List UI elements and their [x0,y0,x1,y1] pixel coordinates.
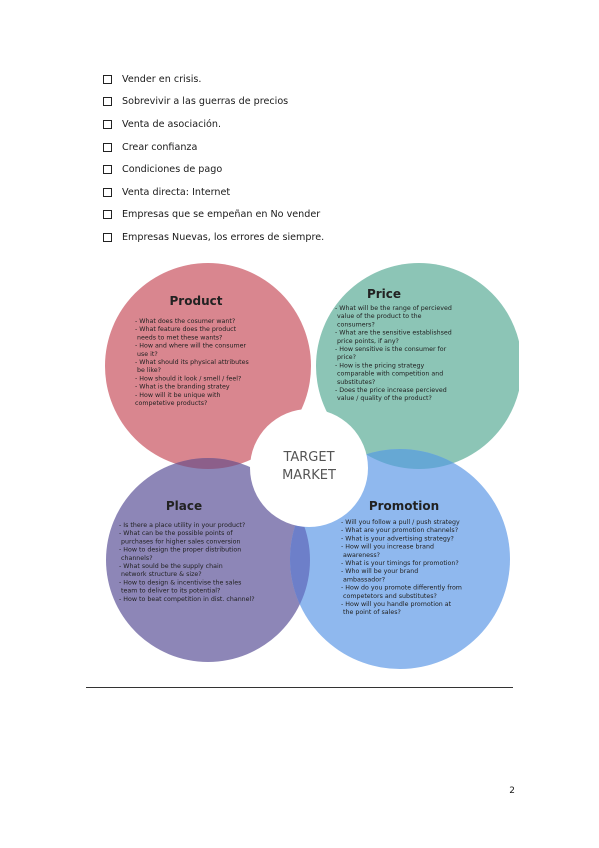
venn-diagram: TARGET MARKET Product Price Place Promot… [105,263,519,669]
product-question-line: use it? [135,351,158,358]
bullet-item: Empresas que se empeñan en No vender [103,204,324,227]
product-question-line: competetive products? [135,400,207,407]
place-title: Place [166,499,202,513]
bullet-text: Venta directa: Internet [122,186,231,198]
product-question-line: - How will it be unique with [135,392,220,399]
bullet-text: Empresas que se empeñan en No vender [122,209,321,221]
bullet-item: Vender en crisis. [103,68,324,91]
promotion-question-line: - Who will be your brand [341,568,418,575]
price-title: Price [367,287,401,301]
product-question-line: - How should it look / smell / feel? [135,375,241,382]
promotion-question-line: - How do you promote differently from [341,585,462,592]
place-question-line: - Is there a place utility in your produ… [119,522,245,529]
checkbox-bullet-icon [103,187,112,197]
place-question-line: team to deliver to its potential? [119,588,220,595]
product-question-line: - What should its physical attributes [135,359,249,366]
bullet-text: Crear confianza [122,141,198,153]
center-label-line-2: MARKET [282,468,336,483]
bullet-list: Vender en crisis. Sobrevivir a las guerr… [103,68,324,249]
horizontal-rule [86,687,513,688]
bullet-text: Venta de asociación. [122,118,222,130]
bullet-item: Sobrevivir a las guerras de precios [103,91,324,114]
product-questions: - What does the cosumer want?- What feat… [135,318,249,407]
promotion-question-line: - What is your timings for promotion? [341,560,459,567]
promotion-question-line: - Will you follow a pull / push strategy [341,519,460,526]
place-circle [106,458,310,662]
price-question-line: - How is the pricing strategy [335,362,424,369]
place-question-line: network structure & size? [119,571,202,578]
place-question-line: - How to design & incentivise the sales [119,579,241,586]
promotion-question-line: the point of sales? [341,609,401,616]
bullet-text: Sobrevivir a las guerras de precios [122,96,289,108]
bullet-item: Venta directa: Internet [103,181,324,204]
checkbox-bullet-icon [103,74,112,84]
price-circle [316,263,519,469]
promotion-question-line: - What is your advertising strategy? [341,535,454,542]
checkbox-bullet-icon [103,165,112,175]
place-question-line: channels? [119,555,153,562]
bullet-item: Condiciones de pago [103,158,324,181]
product-question-line: - What does the cosumer want? [135,318,235,325]
price-question-line: value / quality of the product? [335,395,432,402]
checkbox-bullet-icon [103,97,112,107]
bullet-text: Vender en crisis. [122,73,202,85]
product-question-line: be like? [135,367,161,374]
checkbox-bullet-icon [103,119,112,129]
price-question-line: comparable with competition and [335,371,443,378]
promotion-questions: - Will you follow a pull / push strategy… [341,519,462,616]
product-question-line: - What is the branding stratey [135,384,230,391]
checkbox-bullet-icon [103,142,112,152]
bullet-item: Empresas Nuevas, los errores de siempre. [103,226,324,249]
place-question-line: - What sould be the supply chain [119,563,223,570]
product-circle [105,263,311,469]
price-question-line: consumers? [335,321,375,328]
promotion-question-line: - How will you handle promotion at [341,601,452,608]
place-question-line: purchases for higher sales conversion [119,538,240,545]
price-question-line: price? [335,354,356,361]
place-question-line: - How to beat competition in dist. chann… [119,596,255,603]
place-question-line: - What can be the possible points of [119,530,233,537]
target-market-center-circle [250,409,368,527]
price-question-line: - How sensitive is the consumer for [335,346,447,353]
target-market-diagram: TARGET MARKET Product Price Place Promot… [99,258,519,678]
checkbox-bullet-icon [103,232,112,242]
promotion-question-line: competetors and substitutes? [341,593,437,600]
price-questions: - What will be the range of percieved va… [335,305,452,402]
price-question-line: price points, if any? [335,338,399,345]
promotion-question-line: awareness? [341,552,380,559]
price-question-line: value of the product to the [335,313,422,320]
promotion-question-line: - What are your promotion channels? [341,527,458,534]
product-question-line: needs to met these wants? [135,334,222,341]
promotion-question-line: - How will you increase brand [341,544,434,551]
promotion-question-line: ambassador? [341,576,385,583]
price-question-line: - Does the price increase percieved [335,387,447,394]
product-question-line: - How and where will the consumer [135,343,247,350]
center-label-line-1: TARGET [282,450,334,465]
promotion-title: Promotion [369,499,439,513]
place-questions: - Is there a place utility in your produ… [119,522,255,603]
price-question-line: - What will be the range of percieved [335,305,452,312]
bullet-text: Empresas Nuevas, los errores de siempre. [122,231,325,243]
bullet-item: Crear confianza [103,136,324,159]
price-question-line: - What are the sensitive establishsed [335,330,452,337]
checkbox-bullet-icon [103,210,112,220]
product-question-line: - What feature does the product [135,326,237,333]
bullet-text: Condiciones de pago [122,164,223,176]
page-number: 2 [509,786,515,796]
place-question-line: - How to design the proper distribution [119,547,241,554]
product-title: Product [170,294,223,308]
price-question-line: substitutes? [335,379,375,386]
bullet-item: Venta de asociación. [103,113,324,136]
